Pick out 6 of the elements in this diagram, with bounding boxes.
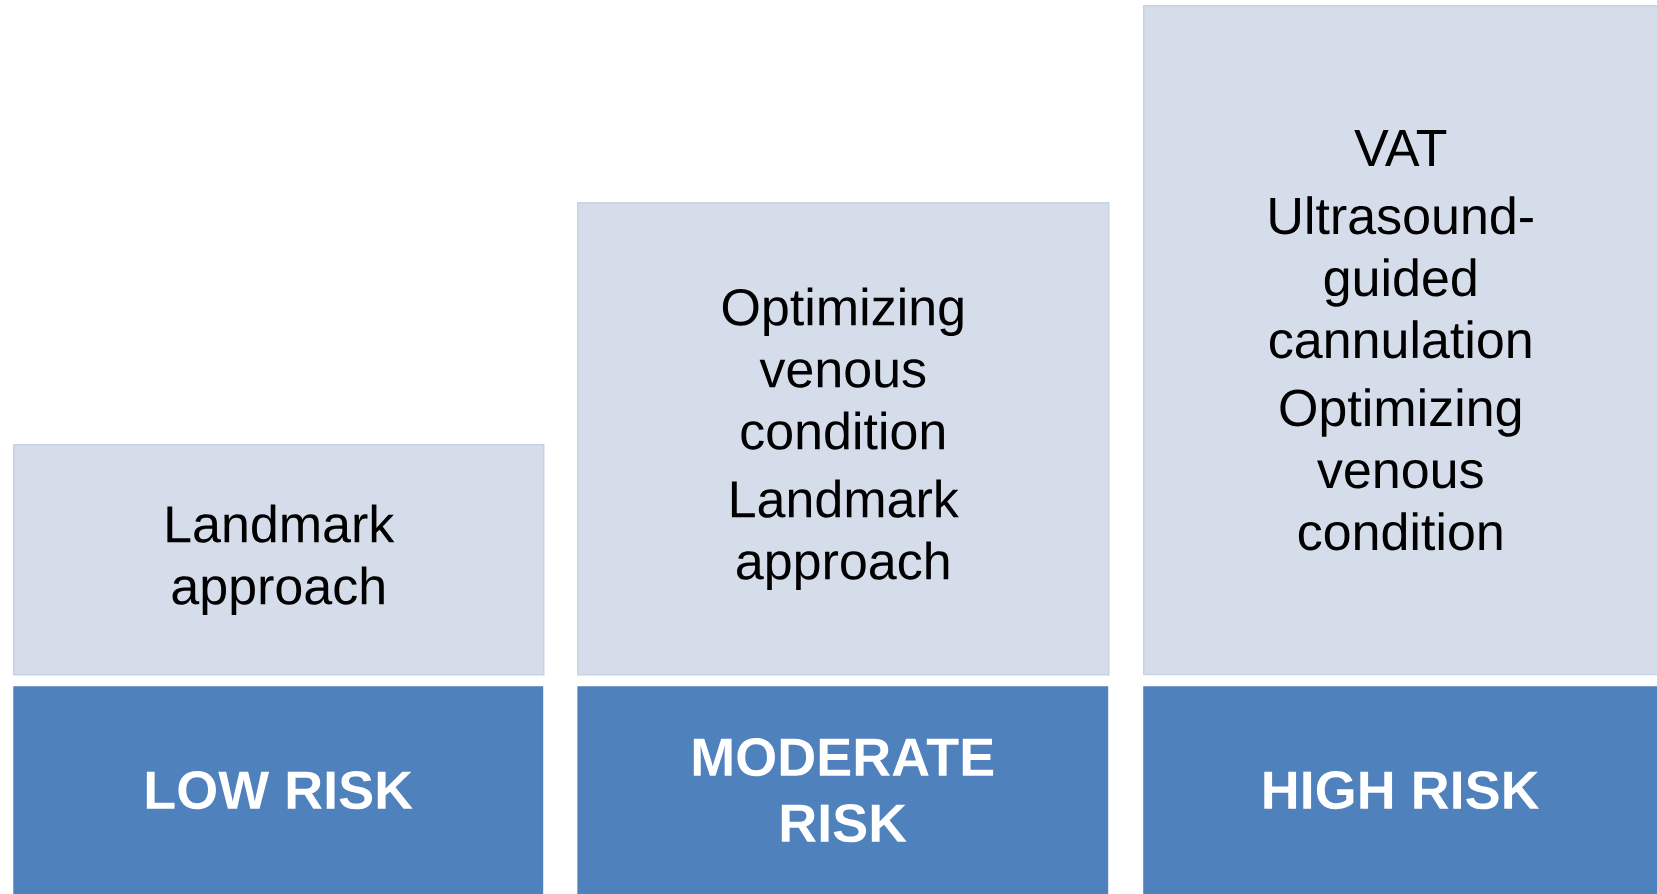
- risk-level-box: LOW RISK: [13, 686, 544, 894]
- risk-level-box: MODERATE RISK: [577, 686, 1109, 894]
- tier-box: VAT Ultrasound-guided cannulation Optimizing venous condition: [1143, 5, 1657, 676]
- tier-box: Optimizing venous condition Landmark approach: [577, 202, 1110, 676]
- tier-box: Landmark approach: [13, 444, 545, 676]
- risk-level-box: HIGH RISK: [1143, 686, 1657, 894]
